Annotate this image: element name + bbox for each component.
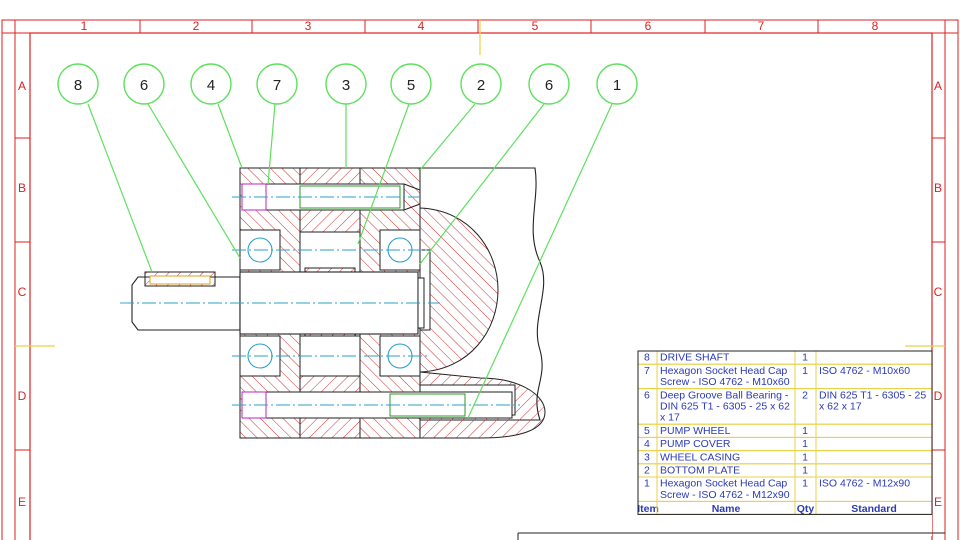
balloon-number: 2 [477, 77, 485, 94]
bom-name: DRIVE SHAFT [660, 352, 730, 364]
bom-standard: x 62 x 17 [819, 401, 862, 413]
balloon-number: 6 [140, 77, 148, 94]
bom-qty: 1 [802, 478, 808, 490]
bom-name: Deep Groove Ball Bearing - [660, 389, 789, 401]
frame-row-label-left: D [18, 389, 27, 403]
frame-row-label-right: E [934, 495, 942, 509]
bom-standard: DIN 625 T1 - 6305 - 25 [819, 389, 926, 401]
balloon-circle [596, 63, 638, 105]
balloon-number: 7 [273, 77, 281, 94]
frame-column-label: 3 [305, 19, 312, 33]
balloon-6: 6 [123, 63, 165, 105]
frame-row-label-left: B [18, 181, 26, 195]
balloon-circle [460, 63, 502, 105]
bom-name: x 17 [660, 412, 680, 424]
balloon-circle [256, 63, 298, 105]
balloon-1: 1 [596, 63, 638, 105]
part-balloons: 8 6 4 7 3 5 2 6 1 [57, 63, 638, 105]
bom-name: WHEEL CASING [660, 451, 740, 463]
bom-item: 8 [644, 352, 650, 364]
frame-column-label: 7 [758, 19, 765, 33]
frame-row-label-left: E [18, 495, 26, 509]
bom-header-name: Name [712, 503, 741, 515]
balloon-6: 6 [528, 63, 570, 105]
title-block [517, 532, 945, 540]
bom-qty: 1 [802, 425, 808, 437]
bom-name: Screw - ISO 4762 - M12x90 [660, 489, 790, 501]
bom-item: 2 [644, 465, 650, 477]
bom-item: 5 [644, 425, 650, 437]
bom-name: PUMP COVER [660, 438, 731, 450]
balloon-circle [325, 63, 367, 105]
balloon-circle [190, 63, 232, 105]
pump-assembly-section [120, 167, 546, 439]
balloon-2: 2 [460, 63, 502, 105]
bom-item: 4 [644, 438, 650, 450]
frame-column-label: 5 [532, 19, 539, 33]
bom-standard: ISO 4762 - M12x90 [819, 478, 910, 490]
balloon-8: 8 [57, 63, 99, 105]
frame-row-label-right: B [934, 181, 942, 195]
frame-row-label-left: C [18, 285, 27, 299]
balloon-circle [390, 63, 432, 105]
bom-standard: ISO 4762 - M10x60 [819, 365, 910, 377]
frame-column-label: 1 [81, 19, 88, 33]
frame-row-label-right: C [934, 285, 943, 299]
balloon-number: 4 [207, 77, 215, 94]
balloon-number: 3 [342, 77, 350, 94]
bom-qty: 2 [802, 389, 808, 401]
frame-column-label: 8 [872, 19, 879, 33]
balloon-circle [528, 63, 570, 105]
balloon-number: 5 [407, 77, 415, 94]
bom-qty: 1 [802, 438, 808, 450]
bom-name: Hexagon Socket Head Cap [660, 365, 787, 377]
bom-qty: 1 [802, 365, 808, 377]
balloon-circle [57, 63, 99, 105]
balloon-3: 3 [325, 63, 367, 105]
bom-item: 7 [644, 365, 650, 377]
balloon-number: 1 [613, 77, 621, 94]
balloon-7: 7 [256, 63, 298, 105]
bom-item: 3 [644, 451, 650, 463]
frame-row-label-right: A [934, 79, 942, 93]
balloon-number: 8 [74, 77, 82, 94]
bom-qty: 1 [802, 451, 808, 463]
frame-column-label: 6 [645, 19, 652, 33]
bom-name: Hexagon Socket Head Cap [660, 478, 787, 490]
bom-name: PUMP WHEEL [660, 425, 731, 437]
bom-qty: 1 [802, 352, 808, 364]
frame-column-label: 4 [418, 19, 425, 33]
frame-row-label-right: D [934, 389, 943, 403]
bom-name: Screw - ISO 4762 - M10x60 [660, 376, 790, 388]
frame-row-label-left: A [18, 79, 26, 93]
bom-name: DIN 625 T1 - 6305 - 25 x 62 [660, 401, 790, 413]
balloon-5: 5 [390, 63, 432, 105]
bom-name: BOTTOM PLATE [660, 465, 740, 477]
balloon-circle [123, 63, 165, 105]
balloon-number: 6 [545, 77, 553, 94]
balloon-4: 4 [190, 63, 232, 105]
bom-item: 1 [644, 478, 650, 490]
bom-qty: 1 [802, 465, 808, 477]
bom-header-item: Item [637, 503, 659, 515]
leader-lines [87, 103, 613, 419]
frame-column-label: 2 [193, 19, 200, 33]
bom-header-qty: Qty [797, 503, 815, 515]
bom-header-standard: Standard [851, 503, 897, 515]
bom-item: 6 [644, 389, 650, 401]
